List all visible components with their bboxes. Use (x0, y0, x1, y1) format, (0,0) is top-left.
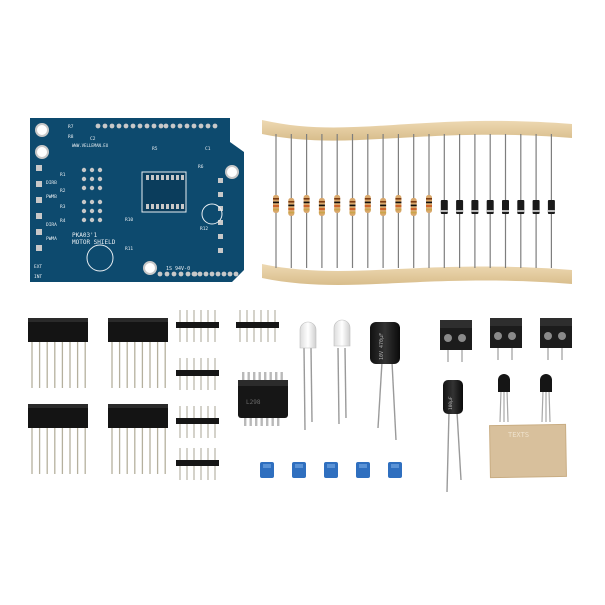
leds (299, 319, 351, 431)
led-1 (299, 321, 317, 431)
pcb-silk-label: R10 (125, 217, 133, 223)
terminal-block (490, 318, 522, 360)
pcb-silk-label: R12 (200, 226, 208, 232)
jumper-cap (388, 462, 402, 478)
transistors (498, 374, 552, 423)
pcb-silk-label: PWMB (46, 194, 57, 200)
transistor (540, 374, 552, 423)
component-tape (262, 120, 572, 285)
male-headers (176, 310, 279, 480)
thermal-pad: TEXTS (489, 423, 567, 479)
terminal-block (540, 318, 572, 360)
pcb-silk-label: EXT (34, 264, 42, 270)
pcb-silk-label: PWMA (46, 236, 57, 242)
pcb-title-line1: PKA03'1 (72, 232, 98, 239)
pcb-silk-label: INT (34, 274, 42, 280)
pcb-silk-label: R5 (152, 146, 158, 152)
l298-ic: L298 (238, 372, 288, 426)
ic-label: L298 (246, 399, 261, 406)
transistor (498, 374, 510, 423)
pcb-silk-label: R4 (60, 218, 66, 224)
jumper-cap (292, 462, 306, 478)
male-header (236, 310, 279, 342)
thermal-pad-label: TEXTS (508, 431, 529, 439)
male-header (176, 310, 219, 342)
capacitor-large-label: 10V 470µF (379, 333, 385, 360)
pcb-silk-label: R7 (68, 124, 74, 130)
pcb-silk-label: R8 (68, 134, 74, 140)
pcb-silk-label: R11 (125, 246, 133, 252)
jumper-caps (260, 462, 402, 478)
capacitor-small: 100µF (443, 380, 463, 493)
pcb-board: PKA03'1 MOTOR SHIELD WWW.VELLEMAN.EU 1S … (30, 118, 244, 282)
capacitor-small-label: 100µF (448, 396, 454, 410)
jumper-cap (324, 462, 338, 478)
pcb-silk-label: C2 (90, 136, 96, 142)
capacitor-large: 10V 470µF (370, 322, 400, 441)
terminal-block (440, 320, 472, 362)
pcb-rating: 1S 94V-0 (166, 266, 190, 272)
female-headers (28, 318, 168, 474)
pcb-brand: WWW.VELLEMAN.EU (72, 143, 109, 148)
male-header (176, 358, 219, 390)
female-header (108, 404, 168, 474)
pcb-title-line2: MOTOR SHIELD (72, 239, 116, 246)
pcb-silk-label: DIRB (46, 180, 57, 186)
jumper-cap (260, 462, 274, 478)
terminal-blocks (440, 318, 572, 362)
pcb-pads (36, 123, 239, 277)
led-2 (333, 319, 351, 425)
pcb-silk-label: C1 (205, 146, 211, 152)
pcb-silk-label: R3 (60, 204, 66, 210)
female-header (28, 318, 88, 388)
female-header (108, 318, 168, 388)
jumper-cap (356, 462, 370, 478)
female-header (28, 404, 88, 474)
male-header (176, 406, 219, 438)
pcb-silk-label: R1 (60, 172, 66, 178)
pcb-silk-label: DIRA (46, 222, 57, 228)
pcb-silk-label: R2 (60, 188, 66, 194)
male-header (176, 448, 219, 480)
pcb-silk-label: R6 (198, 164, 204, 170)
